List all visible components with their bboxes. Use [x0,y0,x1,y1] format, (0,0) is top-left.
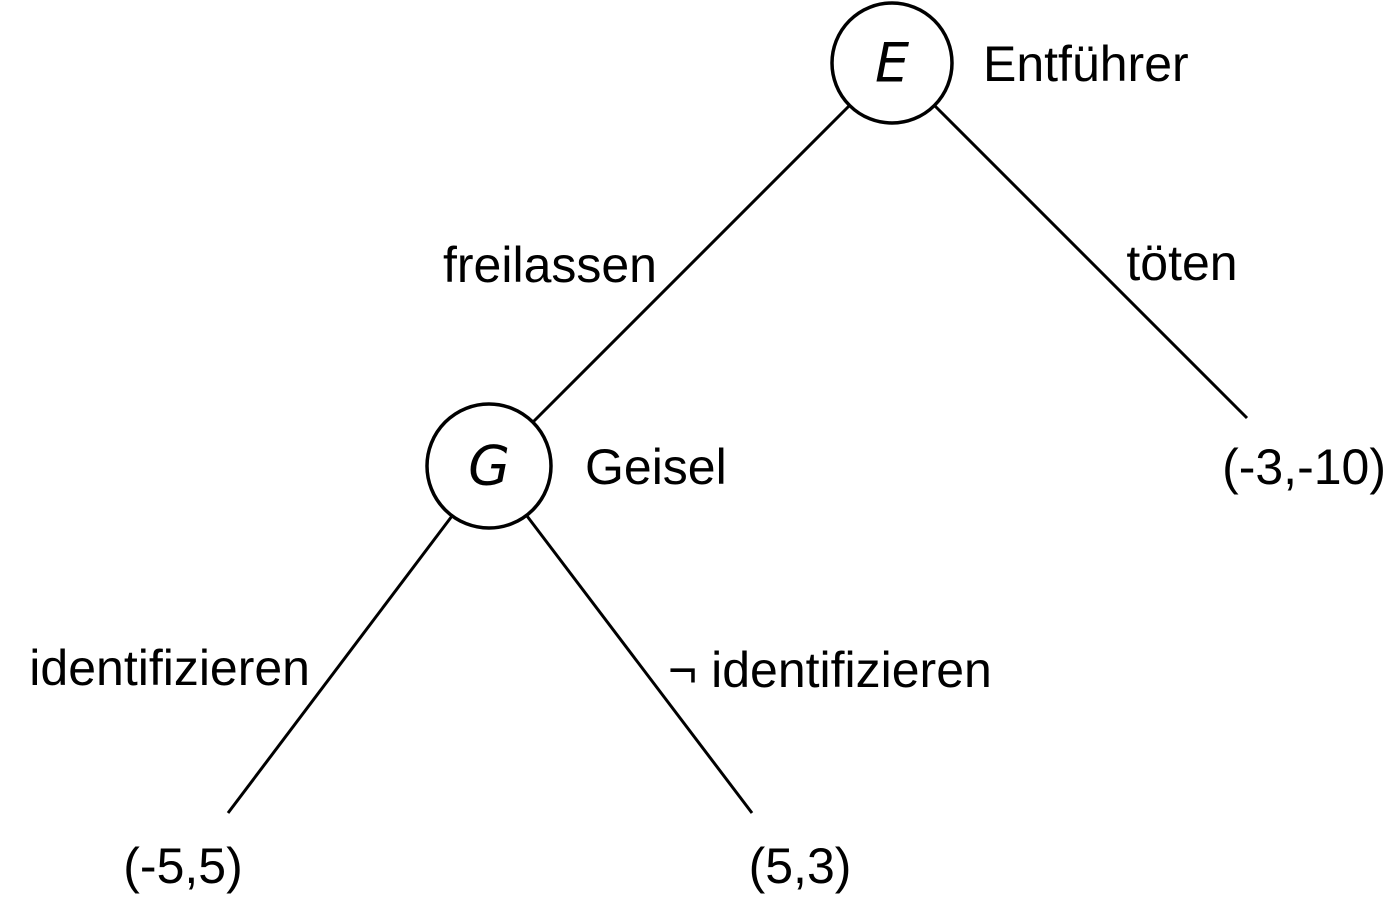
edge-not-identifizieren [525,515,754,814]
node-geisel-player-label: Geisel [585,439,727,495]
node-geisel-id: G [468,435,510,498]
node-geisel-circle [425,402,553,530]
action-label-toeten: töten [1126,235,1237,291]
payoff-toeten: (-3,-10) [1222,439,1386,495]
node-entfuehrer-player-label: Entführer [983,36,1189,92]
payoff-identifizieren: (-5,5) [123,838,242,894]
edge-freilassen [531,103,852,424]
payoff-not-identifizieren: (5,3) [749,838,852,894]
node-entfuehrer-id: E [875,32,910,95]
action-label-freilassen: freilassen [443,237,657,293]
node-entfuehrer-circle [830,1,954,125]
action-label-identifizieren: identifizieren [29,640,310,696]
tree-edges [226,103,1249,814]
edge-toeten [932,103,1249,420]
edge-identifizieren [226,515,454,814]
action-label-not-identifizieren: ¬ identifizieren [668,642,992,698]
